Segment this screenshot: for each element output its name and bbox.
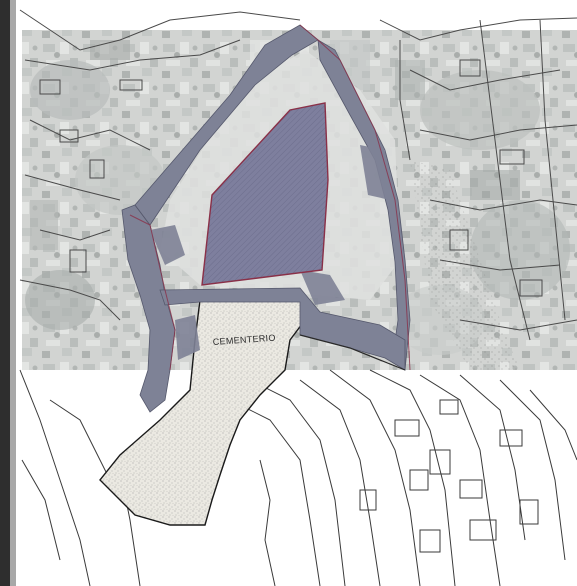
- street-network-lower: [19, 369, 577, 586]
- fortified-main-block: [201, 102, 329, 286]
- cemetery-area: [99, 299, 306, 526]
- city-wall: [121, 24, 411, 413]
- cemetery-label: CEMENTERIO: [212, 333, 276, 347]
- street-network-upper: [19, 9, 577, 341]
- boundary-outline: [129, 214, 176, 371]
- scan-edge-left: [0, 0, 10, 586]
